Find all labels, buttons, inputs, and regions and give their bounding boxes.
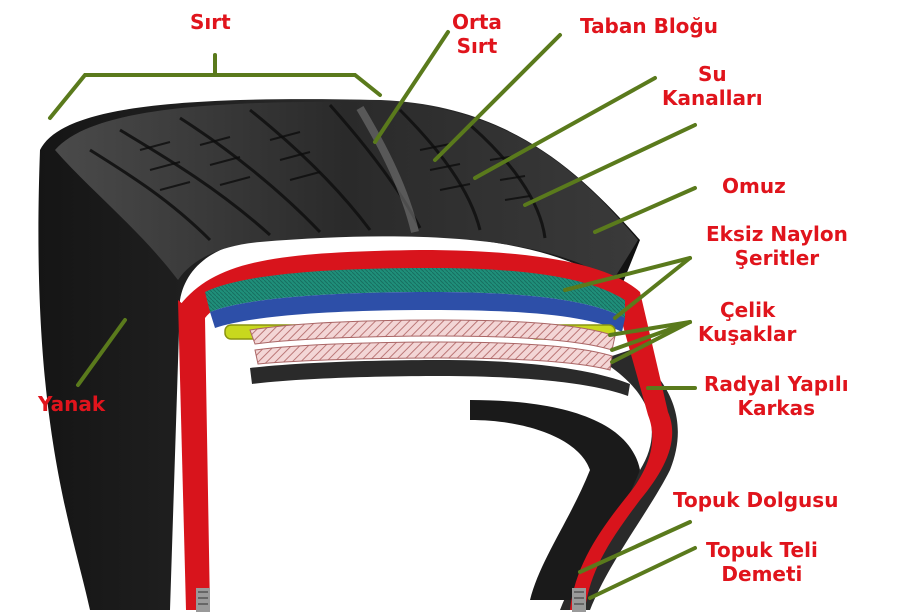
label-topuk-teli-demeti: Topuk Teli Demeti: [706, 538, 818, 586]
leader-lines: [48, 30, 697, 600]
leader-orta-sirt: [373, 30, 450, 144]
leader-celik-3: [610, 320, 692, 364]
label-orta-sirt: Orta Sırt: [452, 10, 502, 58]
steel-belt-lower: [254, 341, 613, 371]
leader-eksiz-naylon-1: [563, 256, 692, 292]
leader-topuk-dolgusu: [578, 520, 692, 574]
label-topuk-dolgusu: Topuk Dolgusu: [673, 488, 839, 512]
sidewall-ribs: [470, 400, 640, 600]
nylon-band: [205, 268, 625, 318]
inner-liner-left: [178, 300, 200, 610]
label-celik-kusaklar: Çelik Kuşaklar: [698, 298, 797, 346]
label-eksiz-naylon: Eksiz Naylon Şeritler: [706, 222, 848, 270]
label-taban-blogu: Taban Bloğu: [580, 14, 718, 38]
leader-su-kanallari: [473, 76, 657, 180]
leader-celik-1: [608, 320, 692, 337]
radial-carcass: [250, 360, 630, 396]
leader-eksiz-naylon-2: [613, 256, 692, 320]
label-yanak: Yanak: [38, 392, 106, 416]
tread-sipes: [139, 131, 531, 201]
leader-omuz-2: [593, 186, 697, 234]
label-omuz: Omuz: [722, 174, 786, 198]
bead-wire-left: [196, 588, 210, 612]
leader-topuk-teli: [588, 546, 697, 600]
leader-yanak: [76, 318, 127, 387]
label-radyal-karkas: Radyal Yapılı Karkas: [704, 372, 849, 420]
label-sirt: Sırt: [190, 10, 231, 34]
leader-taban-blogu: [433, 33, 562, 162]
label-su-kanallari: Su Kanalları: [662, 62, 763, 110]
center-groove: [356, 105, 419, 233]
bead-wire-right: [572, 588, 586, 612]
leader-omuz-1: [523, 123, 697, 207]
blue-ply: [210, 292, 625, 332]
leader-sirt: [48, 73, 382, 120]
